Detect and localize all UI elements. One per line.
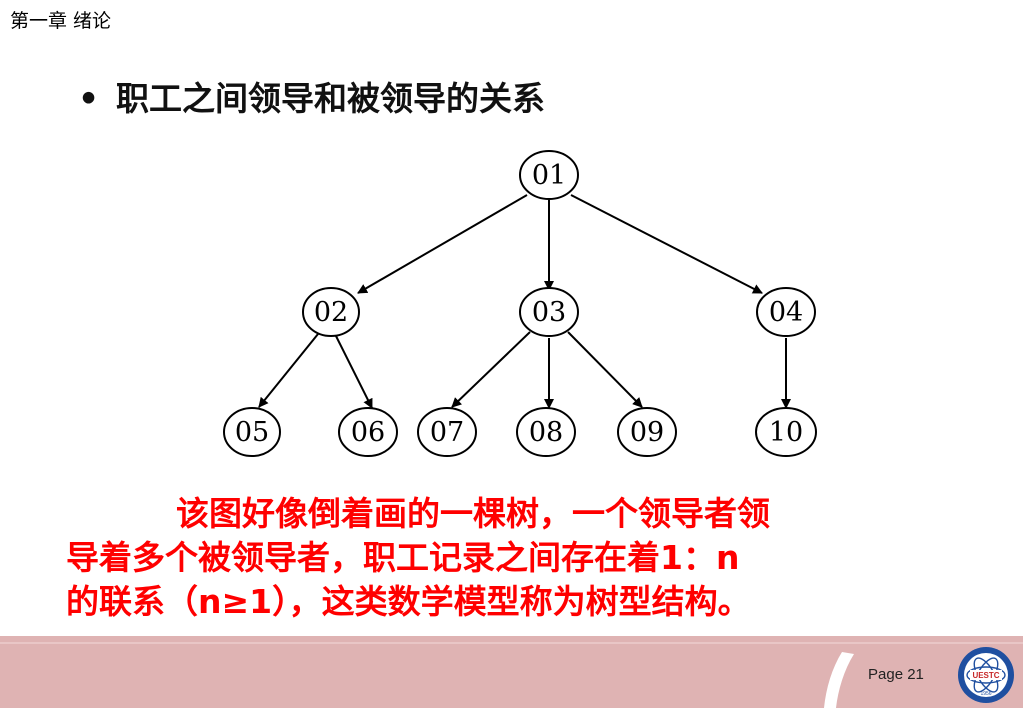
tree-node-03: 03 [519,287,579,337]
explanation-paragraph: 该图好像倒着画的一棵树，一个领导者领 导着多个被领导者，职工记录之间存在着1：n… [66,492,966,624]
logo-year: 1956 [980,691,991,697]
edge-03-09 [567,331,643,408]
node-label: 09 [630,417,664,448]
page-number: Page 21 [868,666,924,683]
node-label: 10 [769,417,803,448]
university-logo-icon: UESTC 1956 [958,647,1014,703]
node-label: 02 [314,297,348,328]
tree-node-05: 05 [223,407,281,457]
tree-node-08: 08 [516,407,576,457]
tree-node-10: 10 [755,407,817,457]
tree-node-02: 02 [302,287,360,337]
node-label: 05 [235,417,269,448]
paragraph-line-2: 导着多个被领导者，职工记录之间存在着1：n [66,538,740,577]
paragraph-line-3: 的联系（n≥1），这类数学模型称为树型结构。 [66,582,751,621]
logo-text: UESTC [972,671,999,680]
edge-01-04 [570,194,763,294]
node-label: 06 [351,417,385,448]
node-label: 08 [529,417,563,448]
edge-02-05 [258,333,319,408]
bullet-heading: • 职工之间领导和被领导的关系 [78,72,545,120]
node-label: 03 [532,297,566,328]
tree-edges [258,194,791,409]
bullet-text: 职工之间领导和被领导的关系 [116,79,545,118]
tree-node-06: 06 [338,407,398,457]
bullet-dot: • [78,79,100,118]
tree-node-07: 07 [417,407,477,457]
edge-03-07 [451,331,531,408]
edge-01-02 [357,194,528,294]
tree-node-09: 09 [617,407,677,457]
tree-node-01: 01 [519,150,579,200]
tree-node-04: 04 [756,287,816,337]
node-label: 01 [532,160,566,191]
footer-strip [0,642,1023,644]
chapter-title: 第一章 绪论 [10,10,112,32]
node-label: 04 [769,297,803,328]
edge-02-06 [335,335,373,409]
paragraph-line-1: 该图好像倒着画的一棵树，一个领导者领 [176,494,770,533]
node-label: 07 [430,417,464,448]
